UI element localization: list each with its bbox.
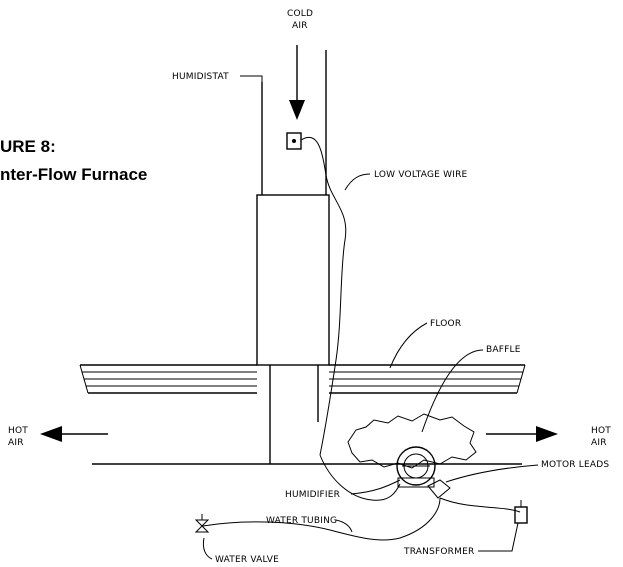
hot-air-right-arrow <box>486 426 558 442</box>
low-voltage-wire-label: LOW VOLTAGE WIRE <box>374 170 468 180</box>
water-valve <box>194 514 210 533</box>
figure-title-line1: URE 8: <box>0 137 56 156</box>
furnace-cabinet <box>256 194 330 366</box>
figure-title-line2: nter-Flow Furnace <box>0 165 147 184</box>
return-air-duct <box>261 50 327 195</box>
cold-air-label-1: COLD <box>287 9 313 19</box>
floor <box>79 364 526 394</box>
motor-leads <box>439 497 521 513</box>
humidistat-leader <box>240 75 263 82</box>
transformer <box>514 500 528 524</box>
floor-leader <box>389 322 428 369</box>
water-valve-label: WATER VALVE <box>215 555 279 565</box>
baffle <box>347 413 477 469</box>
hot-air-right-label-1: HOT <box>591 426 611 436</box>
cold-air-arrow <box>289 45 305 120</box>
water-valve-leader <box>202 537 213 560</box>
baffle-leader <box>421 349 484 433</box>
hot-air-right-label-2: AIR <box>591 438 607 448</box>
humidifier-motor <box>427 479 451 499</box>
motor-leads-label: MOTOR LEADS <box>541 460 609 470</box>
transformer-label: TRANSFORMER <box>403 547 474 557</box>
motor-leads-leader <box>445 464 539 483</box>
humidistat-label: HUMIDISTAT <box>172 72 229 82</box>
water-tubing-leader <box>335 519 353 533</box>
supply-plenum <box>92 365 522 465</box>
humidistat <box>286 132 302 150</box>
water-tubing <box>202 497 441 541</box>
water-tubing-upper <box>319 454 401 501</box>
hot-air-left-label-1: HOT <box>8 426 28 436</box>
transformer-leader <box>478 522 519 552</box>
hot-air-left-label-2: AIR <box>8 438 24 448</box>
humidifier-label: HUMIDIFIER <box>285 490 340 500</box>
humidifier <box>396 446 436 488</box>
low-voltage-wire-leader <box>344 173 371 191</box>
cold-air-label-2: AIR <box>292 21 308 31</box>
hot-air-left-arrow <box>40 426 108 442</box>
floor-label: FLOOR <box>430 319 461 329</box>
baffle-label: BAFFLE <box>486 345 521 355</box>
water-tubing-label: WATER TUBING <box>266 516 337 526</box>
low-voltage-wire <box>300 137 347 456</box>
humidifier-leader <box>350 479 401 495</box>
